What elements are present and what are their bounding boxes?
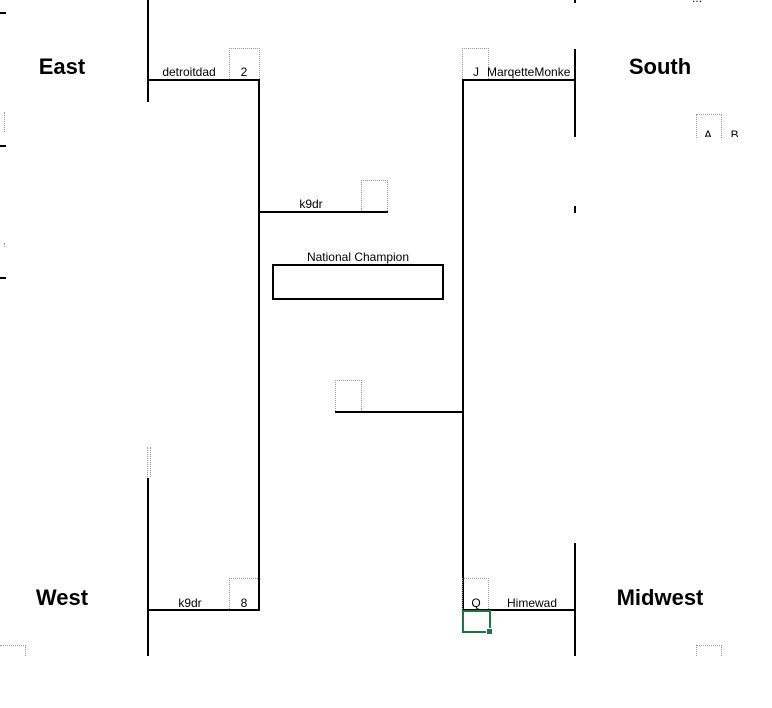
left-edge-dotted-cell <box>0 243 5 247</box>
selected-cell[interactable] <box>462 610 491 633</box>
left-edge-tick <box>0 12 6 14</box>
midwest-feeder-vertical <box>574 543 576 656</box>
south-winner-line <box>462 79 576 81</box>
champion-label: National Champion <box>306 250 410 264</box>
midwest-winner-name[interactable]: Himewad <box>506 596 557 610</box>
east-seed-cell[interactable] <box>229 48 260 79</box>
left-edge-dotted-cell <box>0 645 26 656</box>
top-right-fragment-text: ... <box>692 0 702 5</box>
right-edge-fragment: A B <box>704 128 738 137</box>
east-winner-line <box>147 79 260 81</box>
midwest-winner-line <box>462 609 576 611</box>
left-semifinal-vertical <box>258 79 260 611</box>
left-edge-tick <box>0 277 6 279</box>
left-edge-tick <box>0 145 6 147</box>
west-winner-line <box>147 609 260 611</box>
region-midwest-heading: Midwest <box>616 585 704 610</box>
west-upper-dotted-cell <box>147 447 151 477</box>
right-semifinal-seed-cell[interactable] <box>335 380 362 411</box>
right-edge-dotted-cell <box>696 114 722 138</box>
west-winner-seed[interactable]: 8 <box>240 596 248 610</box>
east-feeder-vertical <box>147 0 149 102</box>
right-edge-tick <box>574 0 576 3</box>
left-semifinal-seed-cell[interactable] <box>361 180 388 211</box>
west-winner-name[interactable]: k9dr <box>178 596 202 610</box>
champion-box[interactable] <box>272 264 444 300</box>
left-edge-dotted-cell <box>0 112 5 132</box>
west-feeder-vertical <box>147 478 149 656</box>
region-east-heading: East <box>38 54 86 79</box>
fill-handle[interactable] <box>486 628 493 635</box>
right-semifinal-vertical <box>462 79 464 611</box>
south-feeder-tick <box>574 206 576 213</box>
midwest-seed-cell[interactable] <box>462 578 489 609</box>
left-semifinal-line <box>258 211 388 213</box>
south-winner-name-cell[interactable]: MarqetteMonke <box>487 65 574 79</box>
right-edge-fragment-text: A B <box>704 128 738 137</box>
south-winner-seed[interactable]: J <box>473 65 479 79</box>
left-semifinal-winner[interactable]: k9dr <box>299 197 323 211</box>
south-feeder-vertical <box>574 49 576 137</box>
south-seed-cell[interactable] <box>462 48 489 79</box>
east-winner-name[interactable]: detroitdad <box>162 65 216 79</box>
south-winner-name[interactable]: MarqetteMonke <box>487 65 571 79</box>
region-west-heading: West <box>35 585 89 610</box>
right-semifinal-line <box>335 411 464 413</box>
midwest-winner-seed[interactable]: Q <box>471 596 481 610</box>
right-edge-dotted-cell <box>696 645 722 656</box>
top-right-fragment: ... <box>692 0 736 6</box>
east-winner-seed[interactable]: 2 <box>240 65 248 79</box>
region-south-heading: South <box>628 54 692 79</box>
